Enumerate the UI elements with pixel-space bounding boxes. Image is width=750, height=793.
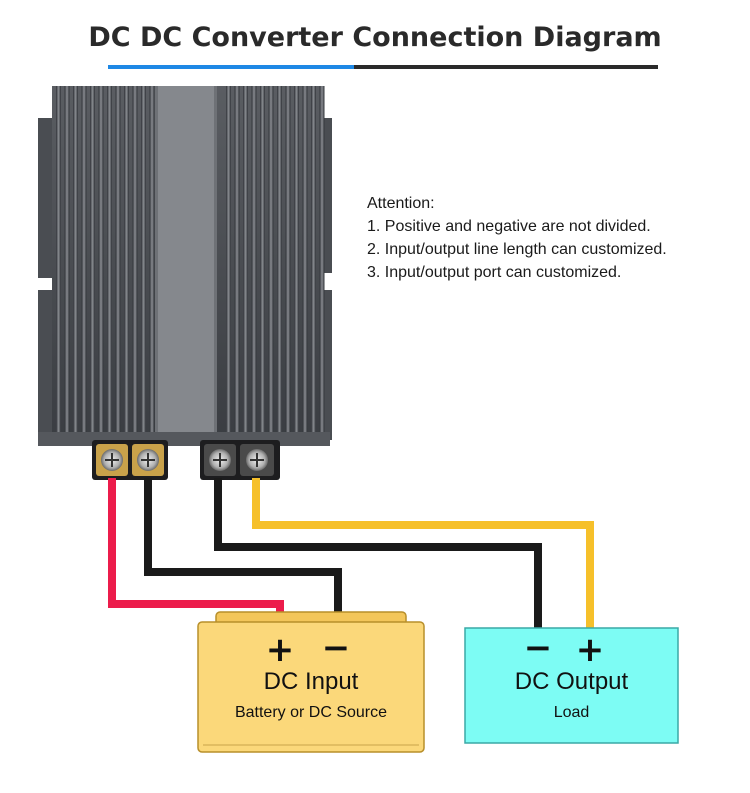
heatsink-fin (260, 86, 265, 436)
dc-output-box (464, 627, 679, 744)
converter-unit (38, 86, 332, 480)
heatsink-fin (234, 86, 240, 436)
heatsink-fin (107, 86, 112, 436)
output-positive-wire (252, 478, 594, 628)
attention-item: 1. Positive and negative are not divided… (367, 218, 651, 235)
heatsink-fin (141, 86, 146, 436)
heatsink-fin (73, 86, 78, 436)
heatsink-fin (115, 86, 121, 436)
output-minus-sign: − (523, 628, 553, 668)
heatsink-fin (98, 86, 104, 436)
title-underline (354, 65, 658, 69)
heatsink-fin (285, 86, 291, 436)
output-box-sublabel: Load (553, 704, 590, 721)
input-plus-sign: + (265, 630, 295, 670)
title-underline-accent (108, 65, 354, 69)
heatsink-fin (81, 86, 87, 436)
heatsink-fin (64, 86, 70, 436)
output-plus-sign: + (575, 630, 605, 670)
heatsink-fin (311, 86, 316, 436)
heatsink-fin (294, 86, 299, 436)
diagram-title: DC DC Converter Connection Diagram (88, 22, 662, 53)
attention-notes: Attention: 1. Positive and negative are … (367, 192, 667, 284)
dc-input-box (197, 611, 425, 753)
heatsink-fin (90, 86, 95, 436)
input-box-sublabel: Battery or DC Source (234, 704, 388, 721)
output-box-label: DC Output (514, 668, 629, 695)
heatsink-fin (251, 86, 257, 436)
heatsink-fin (132, 86, 138, 436)
input-terminal-block (92, 440, 168, 480)
heatsink-fins (56, 86, 325, 436)
output-terminal-block (200, 440, 280, 480)
heatsink-fin (56, 86, 61, 436)
heatsink-fin (268, 86, 274, 436)
attention-item: 3. Input/output port can customized. (367, 264, 622, 281)
heatsink-fin (319, 86, 325, 436)
heatsink-fin (124, 86, 129, 436)
heatsink-fin (149, 86, 155, 436)
output-negative-wire (214, 478, 542, 628)
attention-item: 2. Input/output line length can customiz… (367, 241, 667, 258)
heatsink-fin (226, 86, 231, 436)
attention-heading: Attention: (367, 195, 435, 212)
input-minus-sign: − (321, 628, 351, 668)
heatsink-fin (243, 86, 248, 436)
heatsink-fin (277, 86, 282, 436)
heatsink-fin (302, 86, 308, 436)
input-box-label: DC Input (263, 668, 359, 695)
input-negative-wire (144, 478, 342, 620)
